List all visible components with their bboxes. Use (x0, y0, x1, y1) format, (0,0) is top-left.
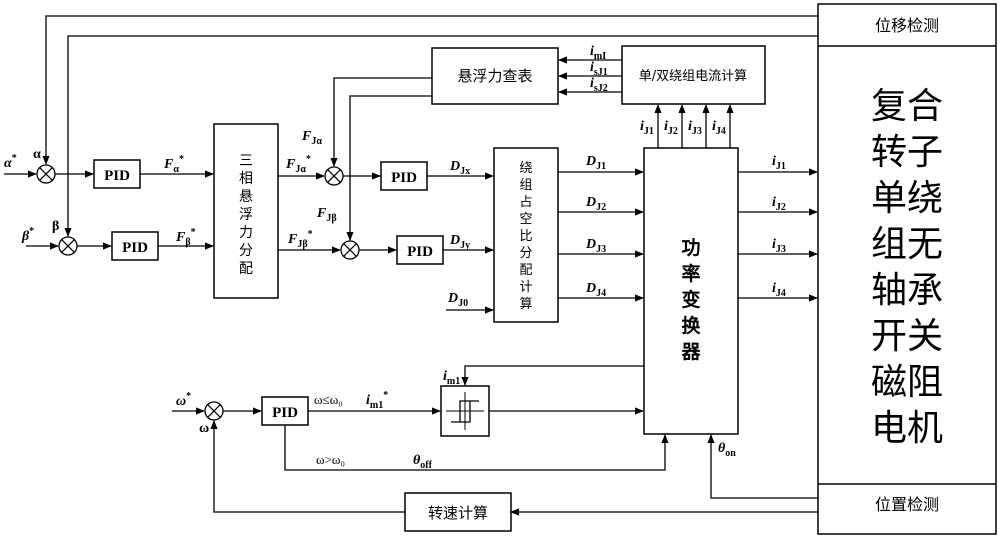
levitation-distribution-block (213, 123, 279, 299)
cond-low-label: ω≤ω₀ (314, 392, 343, 407)
dj2-label: DJ2 (585, 195, 606, 213)
duty-char-5: 比 (519, 229, 532, 244)
lev-char-7: 配 (239, 261, 253, 277)
duty-char-9: 算 (519, 297, 532, 312)
im1-ref-label: im1* (366, 390, 388, 411)
f-alpha-label: Fα* (163, 154, 184, 175)
omega-ref-label: ω* (176, 391, 191, 409)
dj0-label: DJ0 (447, 291, 468, 309)
current-calc-label: 单/双绕组电流计算 (639, 69, 747, 84)
duty-char-8: 计 (519, 280, 532, 295)
out-ij4-label: iJ4 (772, 281, 786, 299)
dj1-label: DJ1 (585, 154, 606, 172)
pid-beta-block (111, 231, 159, 261)
alpha-fb-label: α (33, 147, 41, 162)
pid-x-label: PID (391, 170, 417, 186)
fja-fb-label: FJα (301, 129, 322, 147)
current-calc-block (621, 45, 766, 105)
fb-ij3-label: iJ3 (688, 119, 702, 137)
fjb-fb-label: FJβ (316, 206, 337, 224)
out-ij1-label: iJ1 (772, 154, 786, 172)
pid-alpha-label: PID (104, 168, 130, 184)
duty-char-6: 分 (519, 246, 532, 261)
motor-line-2: 转子 (871, 132, 943, 173)
motor-line-1: 复合 (871, 86, 943, 127)
conv-char-5: 器 (680, 341, 701, 363)
power-converter-label: 功 率 变 换 器 (680, 237, 701, 363)
lev-char-5: 力 (239, 225, 253, 241)
fb-ij4-label: iJ4 (712, 119, 726, 137)
motor-line-7: 磁阻 (871, 362, 943, 403)
cond-high-label: ω>ω₀ (316, 452, 345, 467)
pid-beta-label: PID (122, 240, 148, 256)
im1-label: im1 (443, 369, 460, 387)
lev-char-3: 悬 (239, 189, 253, 205)
motor-block (817, 3, 997, 535)
sum-junction-alpha (36, 164, 56, 184)
dj3-label: DJ3 (585, 237, 606, 255)
lev-char-4: 浮 (239, 207, 253, 223)
beta-fb-label: β (52, 219, 59, 234)
dj4-label: DJ4 (585, 281, 606, 299)
sum-junction-beta (58, 236, 78, 256)
conv-char-1: 功 (681, 237, 700, 259)
duty-char-7: 配 (519, 263, 532, 278)
conv-char-3: 变 (681, 288, 700, 311)
levitation-distribution-label: 三 相 悬 浮 力 分 配 (239, 153, 253, 277)
fb-ij2-label: iJ2 (664, 119, 678, 137)
out-ij3-label: iJ3 (772, 237, 786, 255)
omega-fb-label: ω (199, 421, 209, 436)
motor-label: 复合 转子 单绕 组无 轴承 开关 磁阻 电机 (871, 86, 943, 449)
lev-char-6: 分 (239, 243, 253, 259)
duty-char-1: 绕 (519, 161, 532, 176)
f-beta-label: Fβ* (175, 227, 196, 248)
duty-calc-label: 绕 组 占 空 比 分 配 计 算 (519, 161, 532, 312)
fjb-ref-label: FJβ* (287, 229, 313, 250)
djy-label: DJy (449, 233, 470, 251)
duty-char-2: 组 (519, 178, 532, 193)
motor-line-6: 开关 (871, 316, 943, 357)
motor-line-8: 电机 (871, 408, 943, 449)
duty-char-3: 占 (519, 195, 532, 210)
beta-ref-label: β* (21, 226, 34, 244)
displacement-detect-label: 位移检测 (875, 16, 939, 35)
alpha-ref-label: α* (4, 153, 17, 171)
duty-calc-block (493, 147, 559, 323)
conv-char-4: 换 (681, 314, 701, 337)
theta-off-label: θoff (413, 453, 433, 471)
fb-ij1-label: iJ1 (640, 119, 654, 137)
isj1-label: isJ1 (590, 60, 608, 78)
isj2-label: isJ2 (590, 76, 608, 94)
fja-ref-label: FJα* (285, 154, 311, 175)
motor-line-5: 轴承 (871, 270, 943, 311)
lev-char-2: 相 (239, 171, 253, 187)
pid-alpha-block (93, 159, 141, 189)
lev-char-1: 三 (239, 153, 253, 169)
duty-char-4: 空 (519, 212, 532, 227)
out-ij2-label: iJ2 (772, 195, 786, 213)
hysteresis-block (440, 385, 490, 437)
sum-junction-speed (204, 401, 224, 421)
theta-on-label: θon (718, 441, 736, 459)
signal-labels: α* α β* β Fα* Fβ* FJα* FJα FJβ* FJβ DJx … (4, 44, 786, 471)
pid-y-label: PID (407, 244, 433, 260)
sum-junction-fjb (340, 240, 360, 260)
power-converter-block (643, 147, 739, 435)
signal-lines (4, 15, 818, 516)
pid-x-block (380, 161, 428, 191)
pid-speed-label: PID (272, 405, 298, 421)
pid-y-block (396, 235, 444, 265)
imi-label: imI (590, 44, 606, 62)
motor-line-4: 组无 (871, 224, 943, 265)
sum-junction-fja (324, 166, 344, 186)
djx-label: DJx (449, 159, 470, 177)
conv-char-2: 率 (681, 262, 700, 285)
force-lookup-label: 悬浮力查表 (457, 67, 532, 85)
position-detect-label: 位置检测 (875, 495, 939, 514)
speed-calc-label: 转速计算 (428, 504, 488, 522)
force-lookup-block (431, 47, 559, 105)
motor-line-3: 单绕 (871, 178, 943, 219)
